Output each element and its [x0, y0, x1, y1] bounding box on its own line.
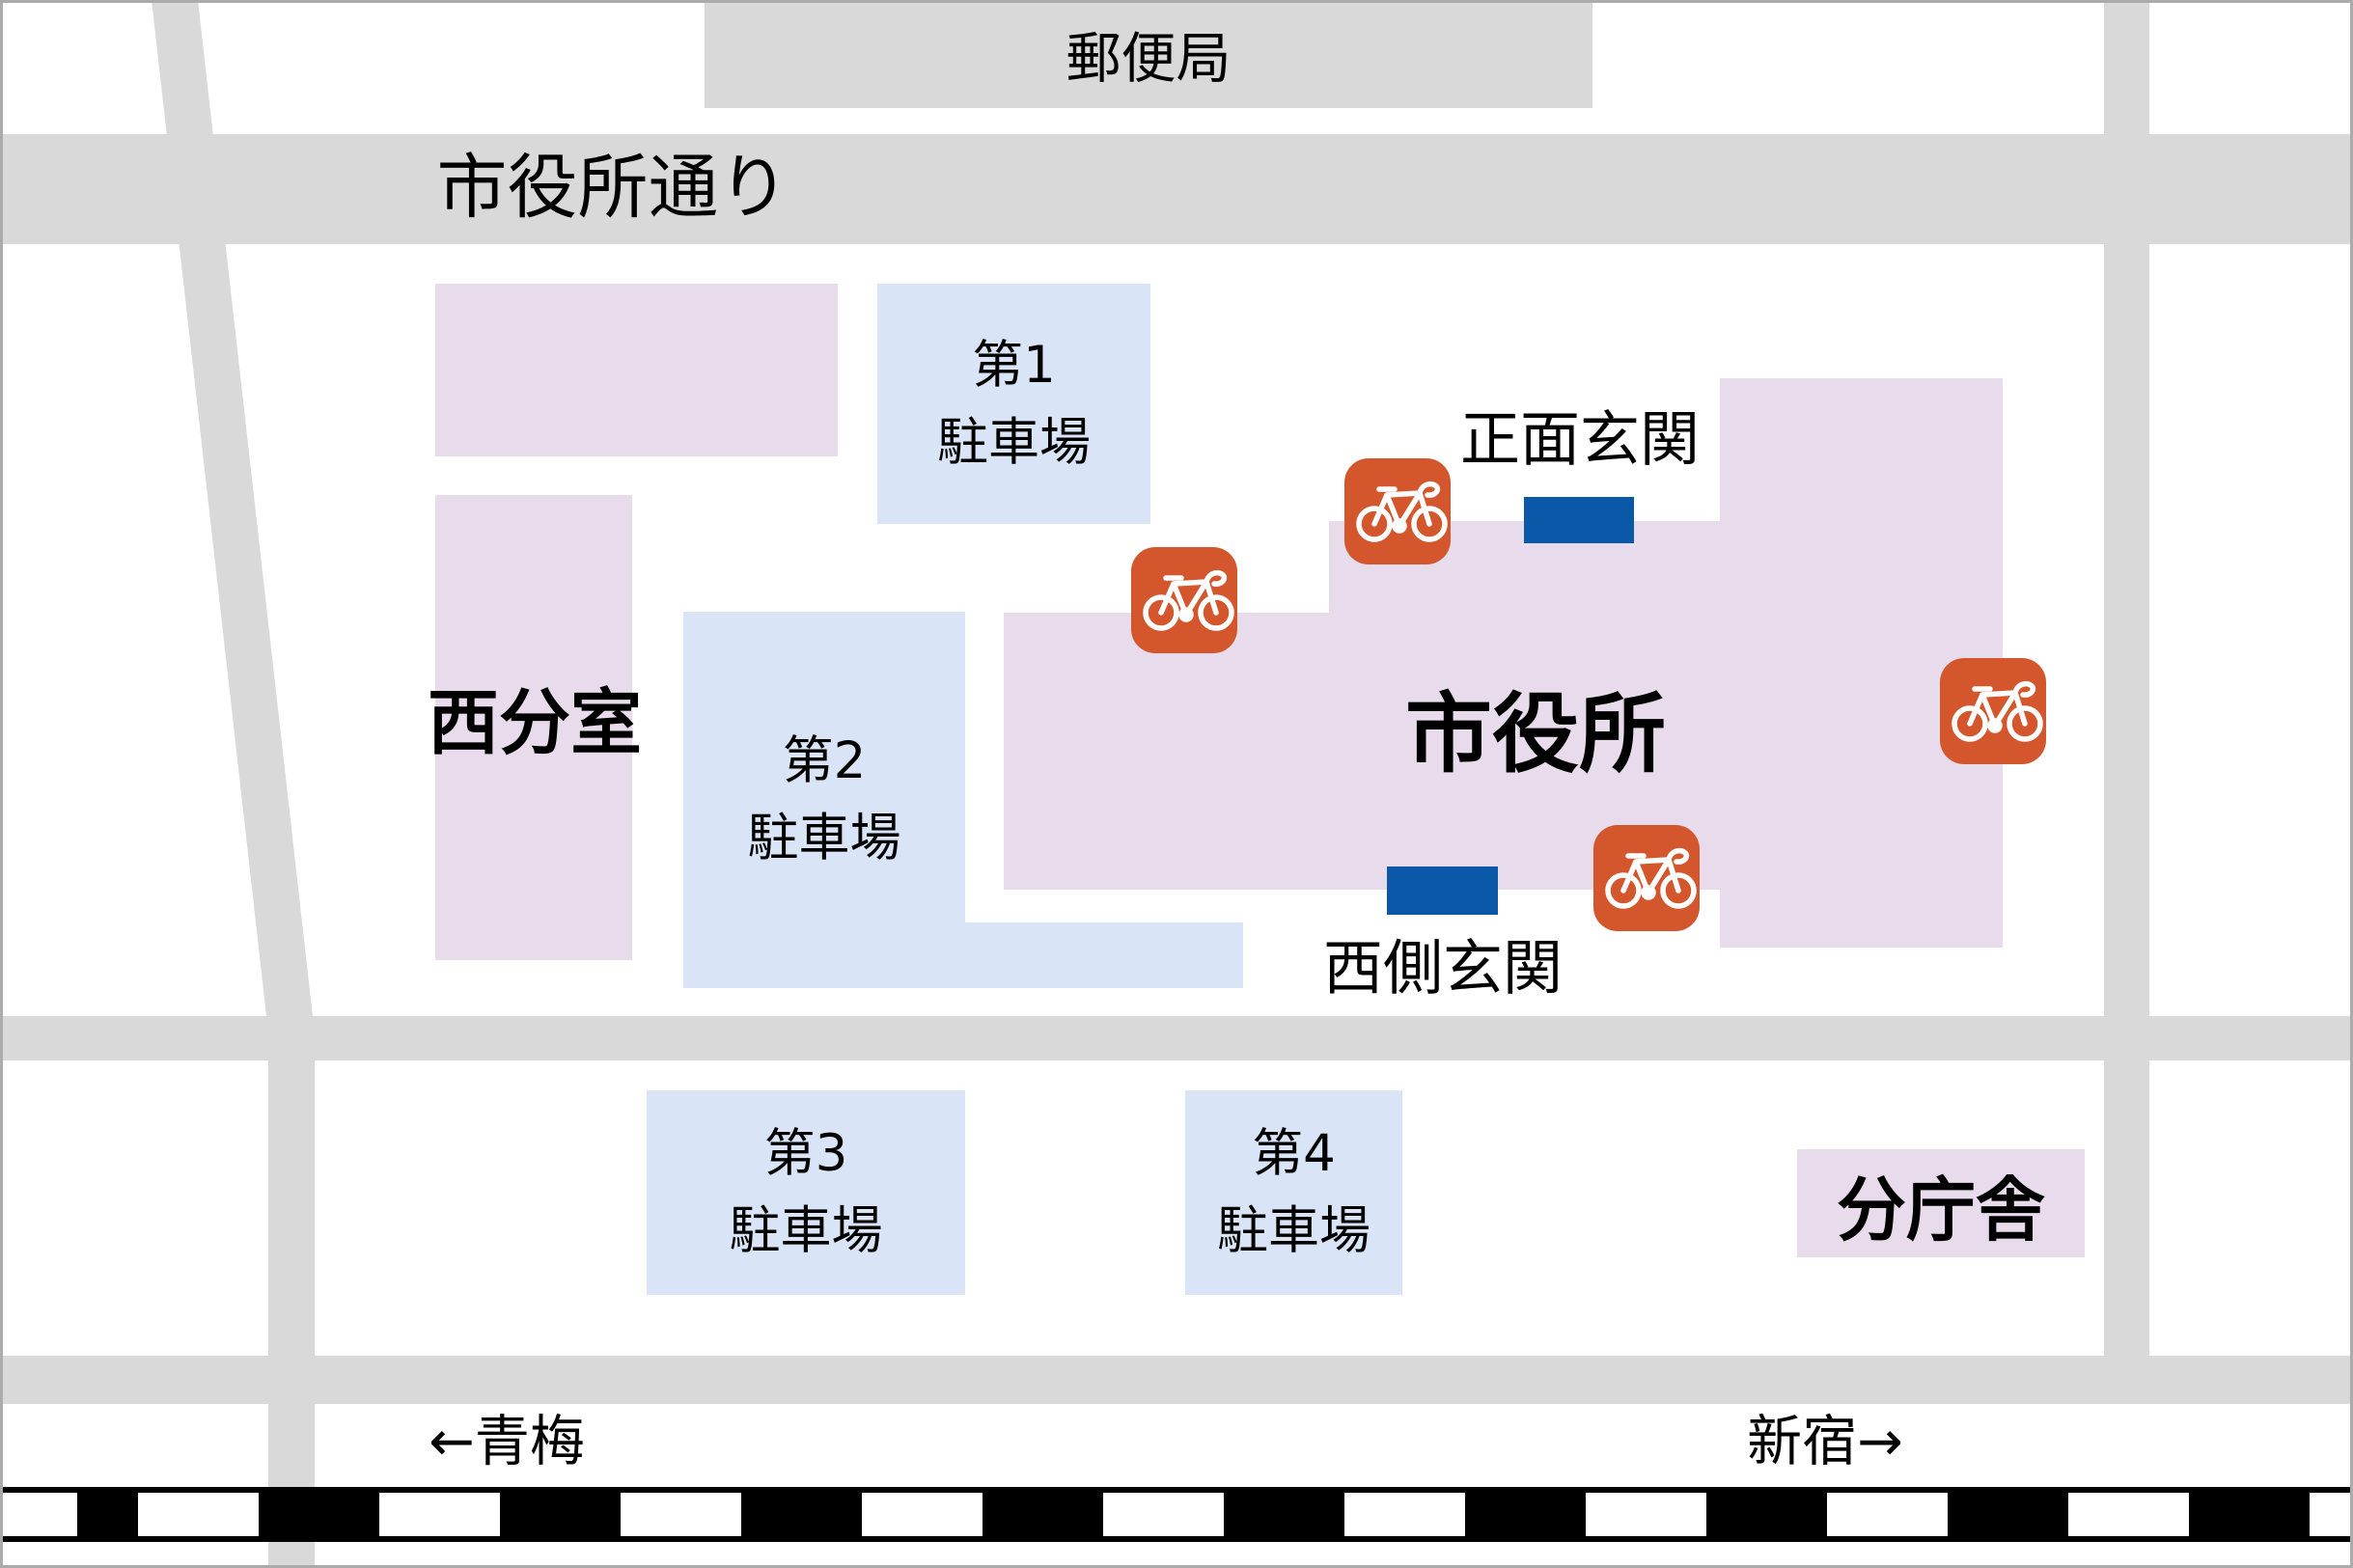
branch-office-building: 分庁舎	[1797, 1149, 2085, 1257]
bicycle-icon	[1593, 825, 1700, 931]
bicycle-icon	[1344, 458, 1451, 564]
west-entrance-marker	[1387, 867, 1498, 915]
city-hall-building	[1004, 378, 2003, 948]
railway-direction-ome: ←青梅	[429, 1410, 585, 1474]
road-right-street	[2104, 0, 2149, 1356]
railway-stripes	[0, 1493, 2353, 1536]
parking-lot-2-extension	[965, 922, 1243, 988]
main-entrance-marker	[1524, 497, 1634, 543]
main-entrance-label: 正面玄関	[1459, 403, 1701, 475]
bicycle-icon	[1131, 547, 1237, 653]
railway-track	[0, 1487, 2353, 1542]
railway-direction-shinjuku: 新宿→	[1747, 1410, 1903, 1474]
parking-lot-4-label: 第4 駐車場	[1217, 1124, 1370, 1260]
parking-lot-2-label: 第2 駐車場	[747, 731, 901, 867]
parking-lot-1: 第1 駐車場	[877, 284, 1150, 524]
branch-office-label: 分庁舎	[1836, 1169, 2045, 1251]
west-entrance-label: 西側玄関	[1322, 932, 1564, 1004]
west-branch-label: 西分室	[428, 681, 642, 765]
post-office-building: 郵便局	[705, 0, 1592, 108]
parking-lot-4: 第4 駐車場	[1185, 1090, 1402, 1295]
unlabeled-building	[435, 284, 838, 456]
road-main-street	[0, 134, 2353, 244]
bicycle-icon	[1940, 658, 2046, 764]
road-middle-cross-street	[0, 1016, 2353, 1060]
city-hall-label: 市役所	[1405, 683, 1666, 785]
post-office-label: 郵便局	[1066, 27, 1232, 91]
parking-lot-3: 第3 駐車場	[647, 1090, 965, 1295]
parking-lot-1-label: 第1 駐車場	[937, 335, 1091, 472]
parking-lot-2: 第2 駐車場	[683, 612, 965, 988]
road-bottom-street	[0, 1356, 2353, 1404]
parking-lot-3-label: 第3 駐車場	[729, 1124, 883, 1260]
main-street-label: 市役所通り	[436, 147, 789, 230]
west-branch-building	[435, 495, 632, 960]
